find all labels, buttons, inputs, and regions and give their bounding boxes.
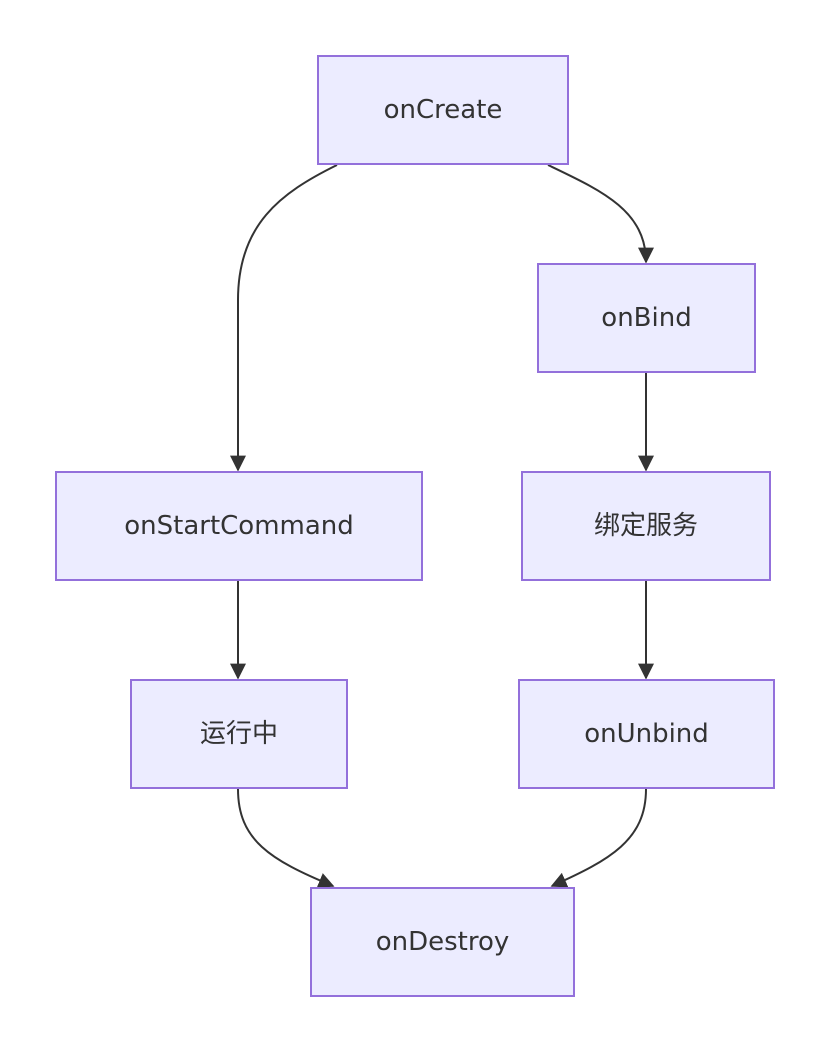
- node-onbind-label: onBind: [601, 303, 691, 333]
- edge-oncreate-to-onstartcommand: [230, 164, 338, 472]
- node-bind-service: 绑定服务: [521, 471, 771, 581]
- node-onunbind-label: onUnbind: [584, 719, 709, 749]
- node-onunbind: onUnbind: [518, 679, 775, 789]
- node-onstartcommand: onStartCommand: [55, 471, 423, 581]
- node-ondestroy-label: onDestroy: [376, 927, 510, 957]
- node-bind-service-label: 绑定服务: [594, 511, 698, 541]
- node-onstartcommand-label: onStartCommand: [124, 511, 354, 541]
- edge-running-to-ondestroy: [237, 788, 335, 888]
- node-oncreate-label: onCreate: [384, 95, 503, 125]
- node-running: 运行中: [130, 679, 348, 789]
- edge-oncreate-to-onbind: [547, 164, 654, 264]
- node-ondestroy: onDestroy: [310, 887, 575, 997]
- node-onbind: onBind: [537, 263, 756, 373]
- node-running-label: 运行中: [200, 719, 278, 749]
- edges: [230, 164, 654, 888]
- node-oncreate: onCreate: [317, 55, 569, 165]
- edge-onunbind-to-ondestroy: [550, 788, 647, 888]
